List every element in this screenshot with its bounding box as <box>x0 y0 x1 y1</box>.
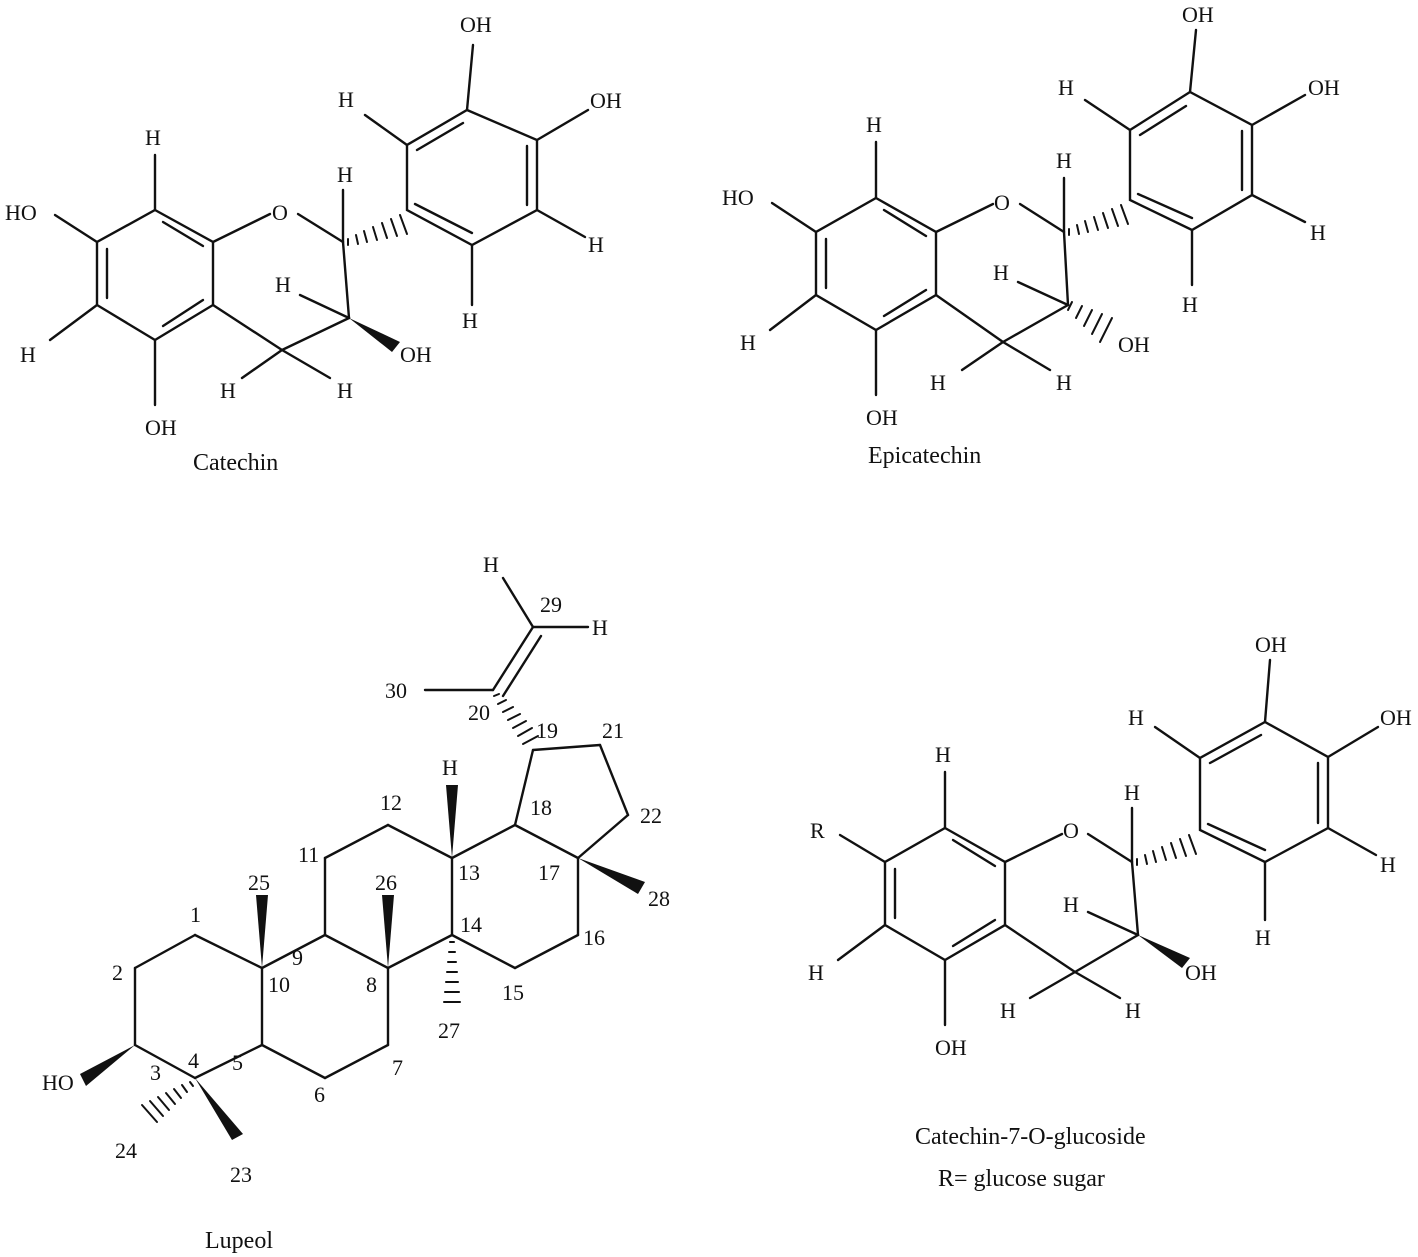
svg-text:18: 18 <box>530 795 552 820</box>
epicatechin-labels: O H HO H OH H H OH H H H OH OH H H Epica… <box>722 2 1340 469</box>
svg-text:1: 1 <box>190 902 201 927</box>
lupeol-labels: HO H H H 1 2 3 4 5 6 7 8 9 10 11 12 13 1… <box>42 552 670 1254</box>
svg-text:HO: HO <box>5 200 37 225</box>
svg-text:H: H <box>1182 292 1198 317</box>
svg-text:25: 25 <box>248 870 270 895</box>
svg-text:OH: OH <box>1182 2 1214 27</box>
svg-text:OH: OH <box>590 88 622 113</box>
svg-text:OH: OH <box>1380 705 1412 730</box>
glucoside-structure <box>836 658 1380 1027</box>
svg-text:23: 23 <box>230 1162 252 1187</box>
catechin-labels: O H HO H OH H H OH H H H OH OH H H Catec… <box>5 12 622 476</box>
r-group: R <box>810 818 825 843</box>
svg-text:OH: OH <box>1308 75 1340 100</box>
svg-text:H: H <box>1056 370 1072 395</box>
svg-text:24: 24 <box>115 1138 137 1163</box>
svg-text:6: 6 <box>314 1082 325 1107</box>
svg-text:H: H <box>592 615 608 640</box>
svg-text:H: H <box>740 330 756 355</box>
svg-text:8: 8 <box>366 972 377 997</box>
svg-text:20: 20 <box>468 700 490 725</box>
glucoside-note: R= glucose sugar <box>938 1166 1105 1192</box>
svg-text:OH: OH <box>866 405 898 430</box>
svg-text:H: H <box>1058 75 1074 100</box>
svg-text:13: 13 <box>458 860 480 885</box>
svg-text:H: H <box>808 960 824 985</box>
svg-text:O: O <box>994 190 1010 215</box>
svg-text:30: 30 <box>385 678 407 703</box>
svg-text:19: 19 <box>536 718 558 743</box>
svg-text:22: 22 <box>640 803 662 828</box>
svg-text:H: H <box>1063 892 1079 917</box>
svg-text:H: H <box>462 308 478 333</box>
svg-text:29: 29 <box>540 592 562 617</box>
epicatechin-name: Epicatechin <box>868 443 981 469</box>
svg-text:OH: OH <box>145 415 177 440</box>
svg-text:OH: OH <box>1118 332 1150 357</box>
svg-text:H: H <box>220 378 236 403</box>
svg-text:O: O <box>1063 818 1079 843</box>
glucoside-name: Catechin-7-O-glucoside <box>915 1124 1146 1150</box>
svg-text:H: H <box>1000 998 1016 1023</box>
svg-text:OH: OH <box>400 342 432 367</box>
epicatechin-structure <box>768 28 1307 397</box>
svg-text:H: H <box>1125 998 1141 1023</box>
svg-text:15: 15 <box>502 980 524 1005</box>
svg-text:14: 14 <box>460 912 482 937</box>
svg-text:H: H <box>1124 780 1140 805</box>
svg-text:OH: OH <box>935 1035 967 1060</box>
svg-text:12: 12 <box>380 790 402 815</box>
svg-text:21: 21 <box>602 718 624 743</box>
svg-text:10: 10 <box>268 972 290 997</box>
svg-text:7: 7 <box>392 1055 403 1080</box>
svg-text:27: 27 <box>438 1018 460 1043</box>
svg-text:5: 5 <box>232 1050 243 1075</box>
svg-text:H: H <box>1310 220 1326 245</box>
svg-text:H: H <box>993 260 1009 285</box>
svg-text:H: H <box>866 112 882 137</box>
svg-text:26: 26 <box>375 870 397 895</box>
svg-text:H: H <box>1255 925 1271 950</box>
svg-text:HO: HO <box>42 1070 74 1095</box>
svg-text:2: 2 <box>112 960 123 985</box>
svg-text:H: H <box>337 378 353 403</box>
svg-text:9: 9 <box>292 945 303 970</box>
svg-text:H: H <box>338 87 354 112</box>
svg-text:4: 4 <box>188 1048 199 1073</box>
svg-text:3: 3 <box>150 1060 161 1085</box>
svg-text:H: H <box>935 742 951 767</box>
svg-text:H: H <box>588 232 604 257</box>
svg-text:H: H <box>145 125 161 150</box>
svg-text:16: 16 <box>583 925 605 950</box>
svg-text:O: O <box>272 200 288 225</box>
lupeol-name: Lupeol <box>205 1228 273 1254</box>
catechin-structure <box>48 43 590 407</box>
svg-text:H: H <box>1128 705 1144 730</box>
catechin-name: Catechin <box>193 450 278 476</box>
svg-text:H: H <box>1056 148 1072 173</box>
svg-text:H: H <box>275 272 291 297</box>
svg-text:OH: OH <box>1185 960 1217 985</box>
svg-text:28: 28 <box>648 886 670 911</box>
svg-text:HO: HO <box>722 185 754 210</box>
svg-text:H: H <box>1380 852 1396 877</box>
svg-text:H: H <box>483 552 499 577</box>
svg-text:H: H <box>930 370 946 395</box>
svg-text:H: H <box>442 755 458 780</box>
svg-text:11: 11 <box>298 842 319 867</box>
svg-text:17: 17 <box>538 860 560 885</box>
glucoside-labels: O H R H OH H H OH H H H OH OH H H Catech… <box>808 632 1412 1192</box>
svg-text:H: H <box>337 162 353 187</box>
lupeol-structure <box>80 576 645 1140</box>
svg-text:H: H <box>20 342 36 367</box>
svg-text:OH: OH <box>460 12 492 37</box>
svg-text:OH: OH <box>1255 632 1287 657</box>
